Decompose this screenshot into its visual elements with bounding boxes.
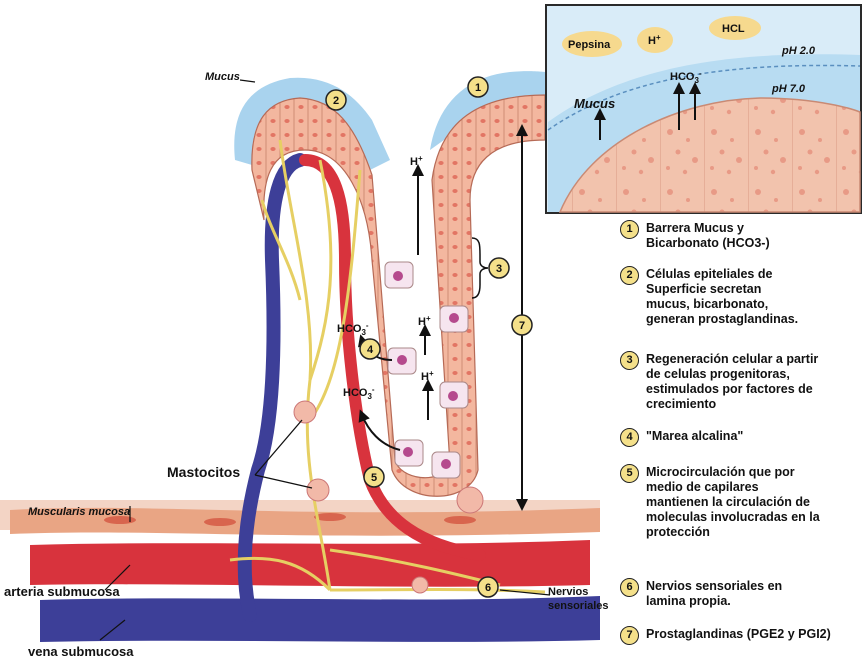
hco3-label: HCO3-	[337, 321, 369, 337]
regeneration-brace	[472, 238, 488, 298]
legend-number: 6	[620, 578, 639, 597]
svg-text:6: 6	[485, 582, 491, 594]
marker-6: 6	[478, 577, 498, 597]
artery-band	[30, 540, 590, 587]
svg-text:HCO3-: HCO3-	[343, 385, 375, 401]
legend-text: Prostaglandinas (PGE2 y PGI2)	[646, 627, 860, 642]
legend-number: 3	[620, 351, 639, 370]
pepsina-label: Pepsina	[568, 39, 611, 51]
svg-text:H+: H+	[421, 369, 434, 383]
legend-number: 2	[620, 266, 639, 285]
legend-number: 7	[620, 626, 639, 645]
nervios-label-1: Nervios	[548, 586, 588, 598]
legend-text: "Marea alcalina"	[646, 429, 860, 444]
svg-text:2: 2	[333, 95, 339, 107]
marker-3: 3	[489, 258, 509, 278]
h-plus-label: H+	[418, 314, 431, 328]
nervios-label-2: sensoriales	[548, 600, 609, 612]
svg-text:7: 7	[519, 320, 525, 332]
svg-text:H+: H+	[418, 314, 431, 328]
legend-number: 1	[620, 220, 639, 239]
vena-label: vena submucosa	[28, 644, 134, 659]
svg-text:5: 5	[371, 472, 377, 484]
svg-text:HCO3-: HCO3-	[337, 321, 369, 337]
hcl-label: HCL	[722, 23, 745, 35]
marker-1: 1	[468, 77, 488, 97]
muscularis-label: Muscularis mucosa	[28, 506, 130, 518]
marker-4: 4	[360, 339, 380, 359]
mastocitos-pointer	[255, 475, 312, 488]
svg-text:4: 4	[367, 344, 374, 356]
mucus-pointer	[240, 80, 255, 82]
vein-band	[40, 596, 600, 642]
legend-number: 4	[620, 428, 639, 447]
h-plus-label: H+	[410, 154, 423, 168]
ph-acid-label: pH 2.0	[781, 45, 816, 57]
arteria-label: arteria submucosa	[4, 584, 120, 599]
submucosa	[0, 500, 600, 642]
inset-mucus-label: Mucus	[574, 96, 615, 111]
inset-panel: Pepsina H+ HCL pH 2.0 pH 7.0 HCO3- Mucus	[546, 5, 861, 213]
marker-5: 5	[364, 467, 384, 487]
legend-number: 5	[620, 464, 639, 483]
legend-text: Regeneración celular a partir de celulas…	[646, 352, 860, 412]
legend-text: Microcirculación que por medio de capila…	[646, 465, 860, 540]
marker-7: 7	[512, 315, 532, 335]
h-plus-label: H+	[421, 369, 434, 383]
mucus-label: Mucus	[205, 71, 240, 83]
legend-text: Barrera Mucus y Bicarbonato (HCO3-)	[646, 221, 860, 251]
legend-text: Células epiteliales de Superficie secret…	[646, 267, 860, 327]
marker-2: 2	[326, 90, 346, 110]
legend-text: Nervios sensoriales en lamina propia.	[646, 579, 860, 609]
hco3-label: HCO3-	[343, 385, 375, 401]
ph-neutral-label: pH 7.0	[771, 83, 806, 95]
svg-text:3: 3	[496, 263, 502, 275]
svg-text:H+: H+	[410, 154, 423, 168]
mastocitos-label: Mastocitos	[167, 464, 240, 480]
svg-text:1: 1	[475, 82, 481, 94]
